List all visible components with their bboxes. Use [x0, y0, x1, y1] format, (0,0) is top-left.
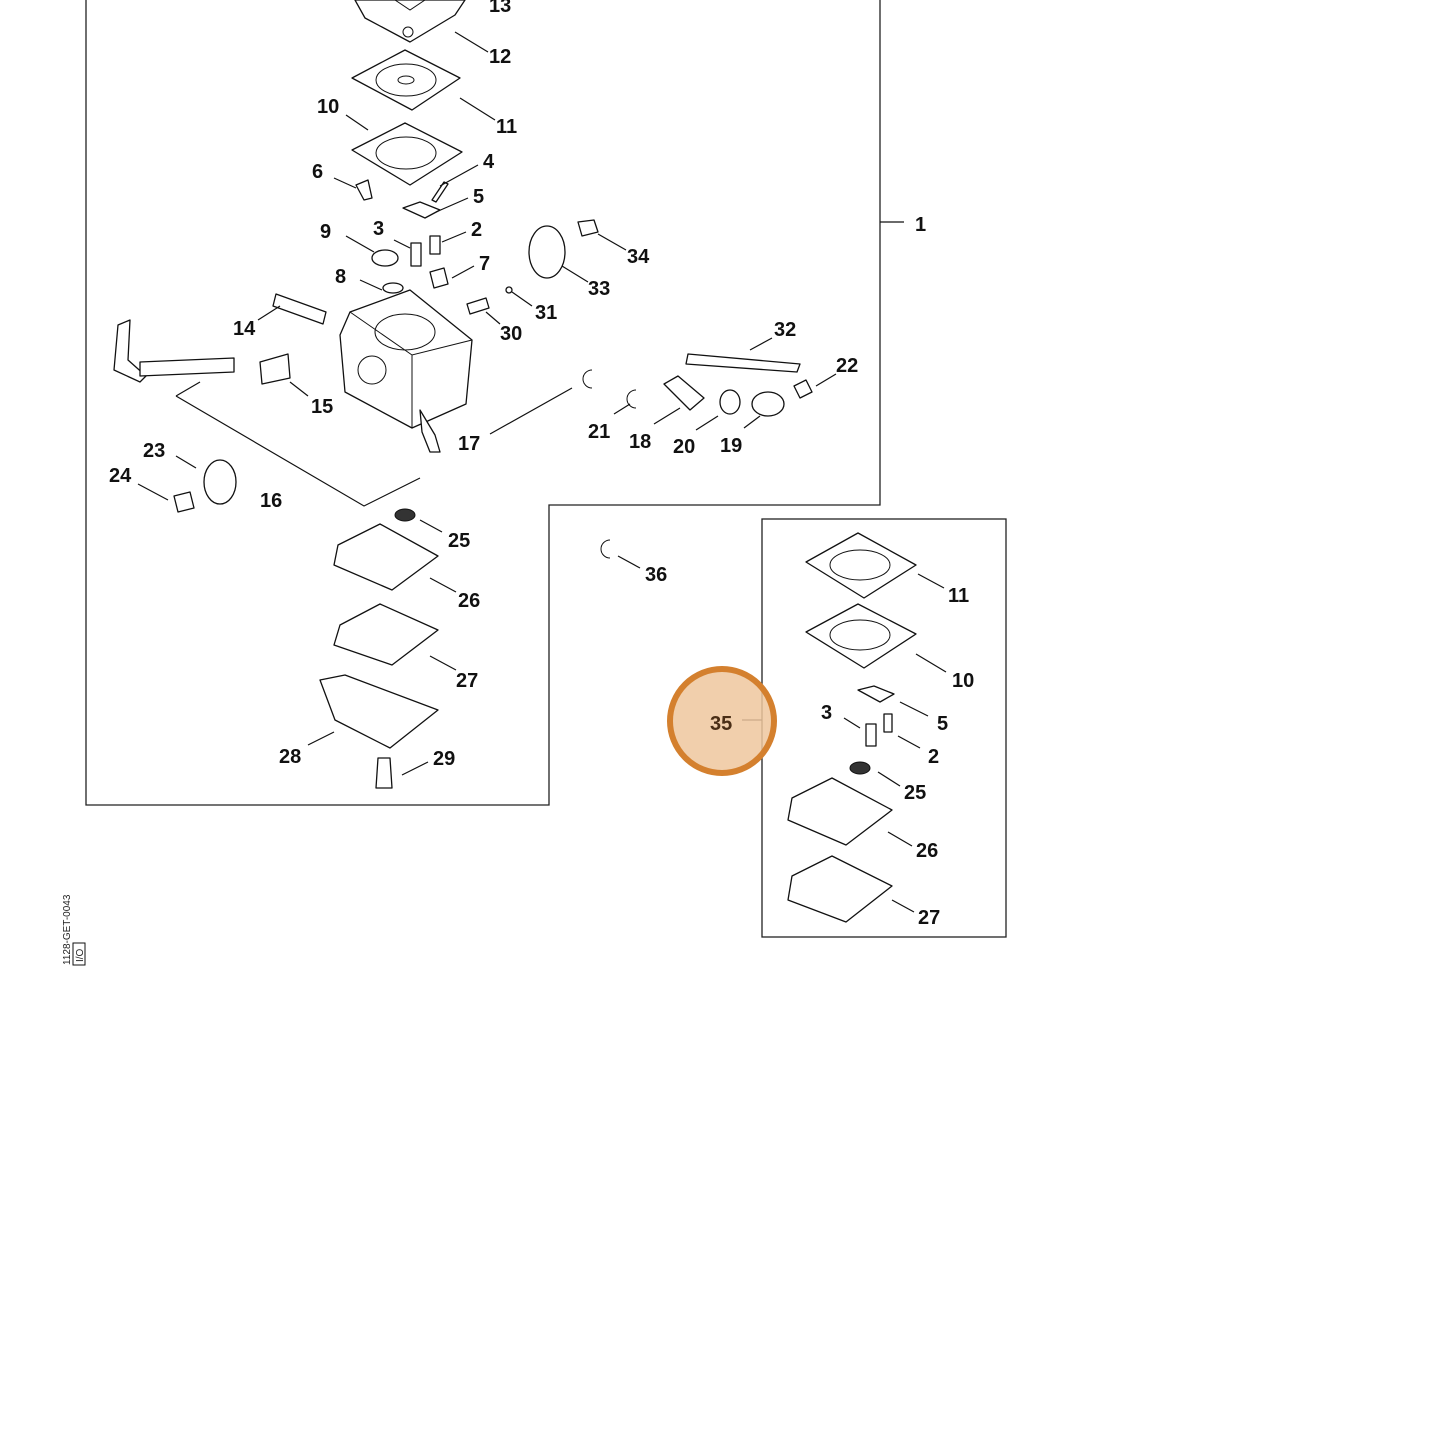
spring-part-15 [259, 353, 291, 385]
screw-part-29 [375, 757, 393, 789]
leader-lines [137, 31, 947, 913]
gasket-part-27 [333, 603, 439, 666]
callout-3: 3 [373, 218, 384, 240]
cover-part-28 [319, 674, 439, 749]
callout-17: 17 [458, 433, 480, 455]
callout-21: 21 [588, 421, 610, 443]
callout-30: 30 [500, 323, 522, 345]
callout-19: 19 [720, 435, 742, 457]
callout-14: 14 [233, 318, 256, 340]
callout-10: 10 [317, 96, 339, 118]
callout-16: 16 [260, 490, 282, 512]
callout-kit-2: 2 [928, 746, 939, 768]
shaft-part-32 [685, 353, 801, 373]
valve-part-7 [429, 267, 449, 289]
callout-1: 1 [915, 214, 926, 236]
screw-part-24 [173, 491, 195, 513]
ball-part-31 [505, 286, 513, 294]
kit-needle-part-2 [883, 713, 893, 733]
callout-32: 32 [774, 319, 796, 341]
reference-box-text: I/O [75, 948, 86, 962]
clip-part-17 [582, 369, 593, 389]
callout-28: 28 [279, 746, 301, 768]
callout-kit-3: 3 [821, 702, 832, 724]
callout-25: 25 [448, 530, 470, 552]
callout-34: 34 [627, 246, 650, 268]
callout-4: 4 [483, 151, 495, 173]
callout-kit-10: 10 [952, 670, 974, 692]
kit-diaphragm-part-11 [805, 532, 917, 599]
callout-kit-27: 27 [918, 907, 940, 929]
valve-part-23 [203, 459, 237, 505]
callout-kit-25: 25 [904, 782, 926, 804]
callout-8: 8 [335, 266, 346, 288]
callout-9: 9 [320, 221, 331, 243]
kit-diaphragm-part-26 [787, 777, 893, 846]
callout-18: 18 [629, 431, 651, 453]
callout-2: 2 [471, 219, 482, 241]
callout-kit-11: 11 [948, 585, 969, 607]
callout-27: 27 [456, 670, 478, 692]
callout-22: 22 [836, 355, 858, 377]
spring-part-30 [466, 297, 490, 315]
knob-part-19 [751, 391, 785, 417]
lever-part-18 [663, 375, 705, 411]
callout-7: 7 [479, 253, 490, 275]
washer-part-20 [719, 389, 741, 415]
pin-part-4 [431, 181, 449, 203]
plug-part-9 [371, 249, 399, 267]
callout-26: 26 [458, 590, 480, 612]
callout-35-highlighted[interactable]: 35 [710, 713, 732, 735]
screw-part-6 [355, 179, 373, 201]
kit-gasket-part-27 [787, 855, 893, 923]
kit-lever-part-5 [857, 685, 895, 703]
callout-15: 15 [311, 396, 333, 418]
reference-code: 1128-GET-0043 I/O [62, 894, 86, 966]
assembly-frame [85, 0, 881, 806]
pump-cover-part-13 [354, 0, 466, 43]
gasket-part-8 [382, 282, 404, 294]
kit-filter-part-25 [849, 761, 871, 775]
kit-spring-part-3 [865, 723, 877, 747]
callout-23: 23 [143, 440, 165, 462]
lever-part-5 [402, 201, 441, 219]
gasket-part-10 [351, 122, 463, 186]
throttle-valve-part-33 [528, 225, 566, 279]
needle-part-2 [429, 235, 441, 255]
callout-33: 33 [588, 278, 610, 300]
callout-20: 20 [673, 436, 695, 458]
callout-31: 31 [535, 302, 557, 324]
throttle-shaft-part-16 [113, 319, 235, 383]
highlight-circle[interactable] [667, 666, 777, 776]
spring-part-3 [410, 242, 422, 267]
carburetor-body [339, 289, 473, 453]
callout-13: 13 [489, 0, 511, 17]
kit-gasket-part-10 [805, 603, 917, 669]
nut-part-22 [793, 379, 813, 399]
callout-6: 6 [312, 161, 323, 183]
callout-29: 29 [433, 748, 455, 770]
reference-code-text: 1128-GET-0043 [62, 894, 73, 965]
clip-part-36 [600, 539, 611, 559]
screw-part-14 [272, 293, 327, 325]
callout-11: 11 [496, 116, 517, 138]
callout-12: 12 [489, 46, 511, 68]
diaphragm-part-12 [351, 49, 461, 111]
callout-kit-26: 26 [916, 840, 938, 862]
callout-5: 5 [473, 186, 484, 208]
callout-36: 36 [645, 564, 667, 586]
diaphragm-part-26 [333, 523, 439, 591]
callout-24: 24 [109, 465, 132, 487]
clip-part-21 [626, 389, 637, 409]
screw-part-34 [577, 219, 599, 237]
filter-part-25 [394, 508, 416, 522]
callout-kit-5: 5 [937, 713, 948, 735]
